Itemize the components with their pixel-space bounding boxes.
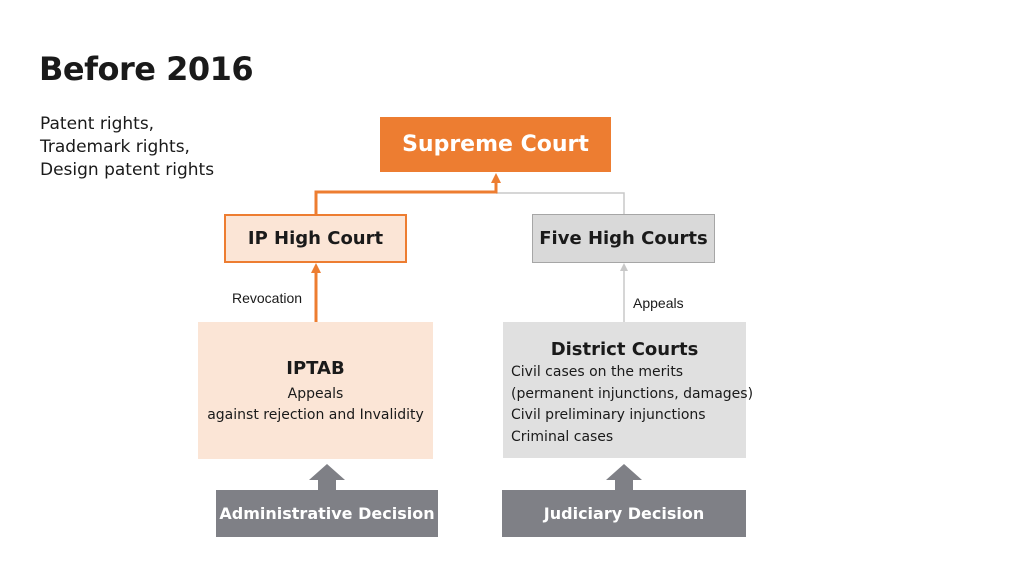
iptab-name: IPTAB [286,357,345,379]
ip-high-court-box: IP High Court [224,214,407,263]
connector-ip-high-to-supreme [314,182,498,214]
iptab-line-scope: against rejection and Invalidity [207,406,424,423]
administrative-decision-label: Administrative Decision [219,504,435,523]
page-title: Before 2016 [39,50,254,88]
arrowhead-ip-high-icon [311,263,321,273]
iptab-box: IPTAB Appeals against rejection and Inva… [198,322,433,459]
arrowhead-five-high-icon [620,263,628,271]
connector-five-high-to-supreme [496,192,625,214]
district-courts-name: District Courts [550,339,699,360]
district-line-injunctions-damages: (permanent injunctions, damages) [511,385,754,402]
district-line-civil-merits: Civil cases on the merits [511,364,684,380]
district-line-preliminary: Civil preliminary injunctions [511,407,706,423]
ip-high-court-label: IP High Court [247,228,384,249]
revocation-label: Revocation [232,290,303,306]
district-line-criminal: Criminal cases [511,428,614,445]
block-arrow-judiciary-icon [606,464,642,490]
block-arrow-admin-icon [309,464,345,490]
appeals-label: Appeals [633,295,684,311]
judiciary-decision-box: Judiciary Decision [502,490,746,537]
supreme-court-label: Supreme Court [402,132,589,157]
five-high-courts-label: Five High Courts [539,228,708,249]
judiciary-decision-label: Judiciary Decision [543,504,705,523]
administrative-decision-box: Administrative Decision [216,490,438,537]
scope-item-trademark: Trademark rights, [40,137,190,157]
rights-scope-list: Patent rights, Trademark rights, Design … [40,113,214,182]
arrowhead-supreme-icon [491,173,501,183]
scope-item-design: Design patent rights [40,160,215,180]
five-high-courts-box: Five High Courts [532,214,715,263]
supreme-court-box: Supreme Court [380,117,611,172]
scope-item-patent: Patent rights, [40,114,155,134]
district-courts-box: District Courts Civil cases on the merit… [503,322,754,458]
iptab-line-appeals: Appeals [287,385,344,402]
